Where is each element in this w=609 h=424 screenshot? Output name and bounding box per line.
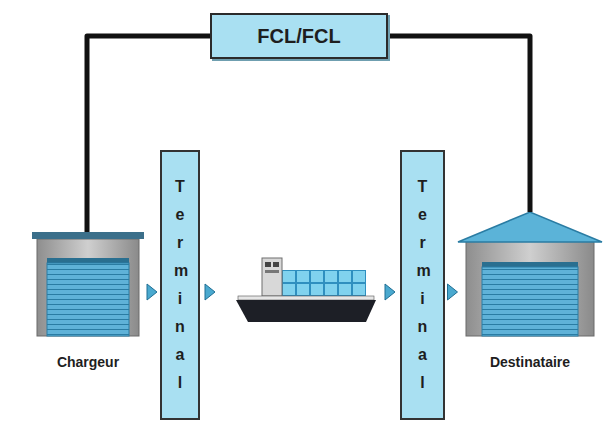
party-label: Chargeur (57, 354, 119, 372)
fcl-box: FCL/FCL (210, 13, 388, 59)
terminal-band: Terminal (400, 150, 445, 420)
shipper-warehouse (32, 232, 144, 336)
mode-label: FCL/FCL (257, 25, 340, 48)
terminal-band: Terminal (160, 150, 200, 420)
warehouse-node: Destinataire (460, 212, 600, 372)
container-ship (236, 258, 376, 322)
terminal-label: Terminal (417, 173, 429, 397)
warehouse-node: Chargeur (32, 232, 144, 372)
flow-arrow (205, 284, 395, 300)
party-label: Destinataire (490, 354, 570, 372)
consignee-warehouse (458, 212, 602, 336)
terminal-label: Terminal (174, 173, 186, 397)
flow-arrow (147, 284, 157, 300)
flow-arrow (448, 284, 458, 300)
